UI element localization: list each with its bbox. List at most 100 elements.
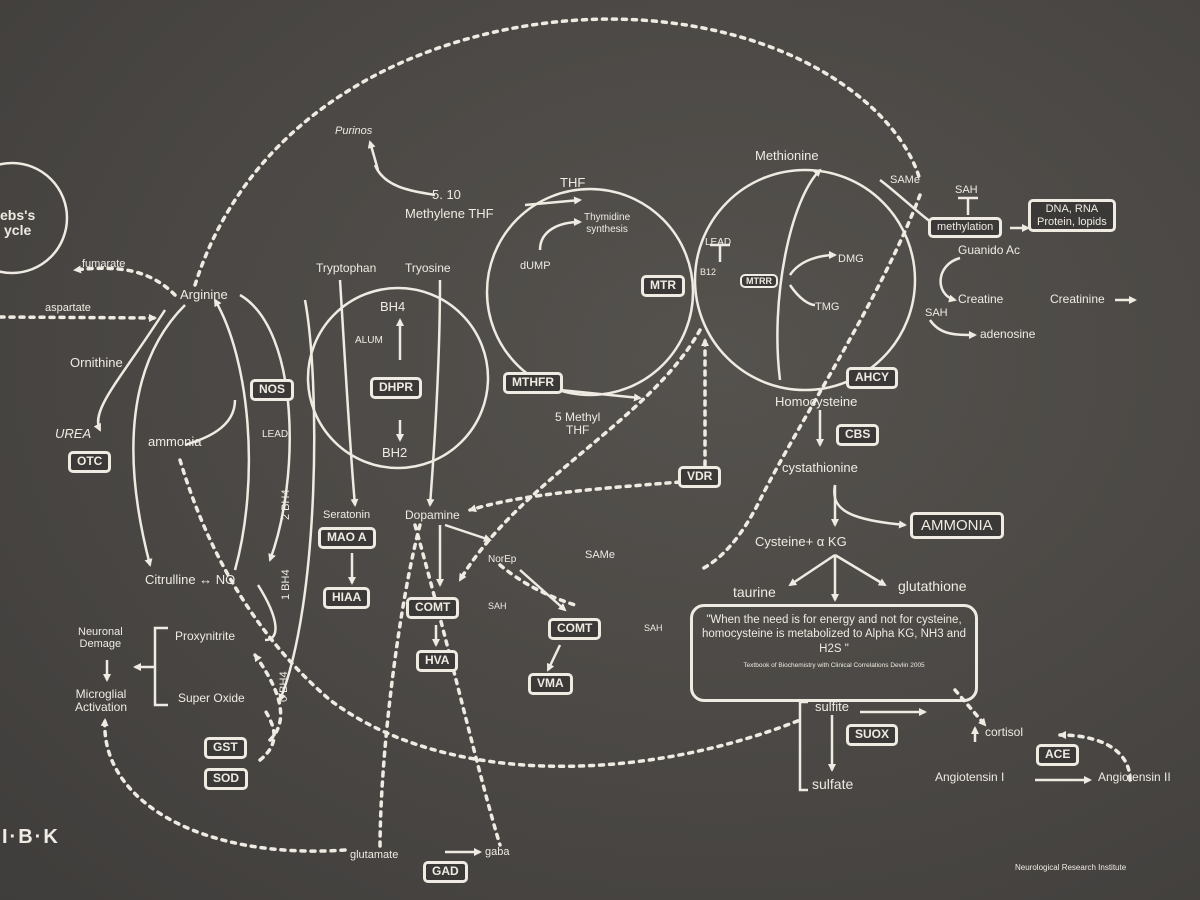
mtrr-enzyme-box: MTRR xyxy=(740,274,778,289)
adenosine-label: adenosine xyxy=(980,327,1036,341)
cortisol-label: cortisol xyxy=(985,725,1024,739)
guanido-ac-label: Guanido Ac xyxy=(958,243,1021,257)
lead-b12-label: LEAD xyxy=(705,237,732,248)
bh4-label: BH4 xyxy=(380,299,406,314)
norep-label: NorEp xyxy=(488,554,517,565)
sulfite-label: sulfite xyxy=(815,699,849,714)
methylene-thf-line2: Methylene THF xyxy=(405,206,494,221)
otc-enzyme-box: OTC xyxy=(68,451,112,473)
dump-label: dUMP xyxy=(520,260,551,272)
methylene-thf-line1: 5. 10 xyxy=(432,187,461,202)
citrulline-no-label: Citrulline ↔ NO xyxy=(145,572,236,587)
sah-lower-label: SAH xyxy=(925,307,948,319)
mtr-enzyme-box: MTR xyxy=(641,275,685,297)
cystathionine-label: cystathionine xyxy=(782,460,858,475)
methylation-box: methylation xyxy=(928,217,1003,238)
microglial-line2: Activation xyxy=(75,700,128,715)
tryosine-label: Tryosine xyxy=(405,261,451,275)
folate-cycle-circle xyxy=(485,187,695,397)
thymidine-synthesis-label: Thymidine synthesis xyxy=(584,212,630,235)
b12-label: B12 xyxy=(700,267,717,277)
quote-box: "When the need is for energy and not for… xyxy=(690,604,978,702)
taurine-label: taurine xyxy=(733,584,776,600)
creatinine-label: Creatinine xyxy=(1050,292,1105,306)
neuronal-damage-label: Neuronal Demage xyxy=(78,626,123,650)
gst-enzyme-box: GST xyxy=(204,737,247,759)
gad-enzyme-box: GAD xyxy=(423,861,468,883)
sah-top-label: SAH xyxy=(955,184,978,196)
methyl-thf-line1: 5 Methyl xyxy=(555,410,601,424)
glutamate-label: glutamate xyxy=(350,849,399,861)
hva-box: HVA xyxy=(416,650,459,672)
suox-enzyme-box: SUOX xyxy=(846,724,899,746)
krebs-cycle-label: ebs's ycle xyxy=(0,207,36,239)
ace-enzyme-box: ACE xyxy=(1036,744,1080,766)
neuronal-damage-line2: Demage xyxy=(79,638,122,651)
krebs-cycle-circle xyxy=(0,161,69,275)
angiotensin-2-label: Angiotensin II xyxy=(1098,770,1171,784)
glutathione-label: glutathione xyxy=(898,578,967,594)
seratonin-label: Seratonin xyxy=(323,509,371,521)
lead-nos-label: LEAD xyxy=(262,429,289,440)
same-top-label: SAMe xyxy=(890,174,920,186)
sulfate-label: sulfate xyxy=(812,776,854,792)
quote-citation: Textbook of Biochemistry with Clinical C… xyxy=(743,662,925,670)
microglial-activation-label: Microglial Activation xyxy=(75,687,128,715)
arginine-label: Arginine xyxy=(180,287,228,302)
comt-enzyme-box-1: COMT xyxy=(406,597,460,619)
fumarate-label: fumarate xyxy=(82,258,126,270)
homocysteine-label: Homocysteine xyxy=(775,394,858,409)
ammonia-box: AMMONIA xyxy=(910,512,1004,540)
methyl-thf-line2: THF xyxy=(566,423,590,438)
thf-label: THF xyxy=(560,175,586,190)
sah-comt2-label: SAH xyxy=(644,623,663,633)
protein-lipids-line: Protein, lopids xyxy=(1037,215,1107,228)
bh4-2-label: 2 BH4 xyxy=(280,489,292,520)
tryptophan-label: Tryptophan xyxy=(316,261,377,275)
super-oxide-label: Super Oxide xyxy=(178,691,245,705)
sod-enzyme-box: SOD xyxy=(204,768,249,790)
urea-label: UREA xyxy=(55,426,92,441)
comt-enzyme-box-2: COMT xyxy=(548,618,602,640)
gaba-label: gaba xyxy=(485,846,510,858)
quote-text: "When the need is for energy and not for… xyxy=(701,614,966,655)
vdr-box: VDR xyxy=(678,466,722,488)
aspartate-label: aspartate xyxy=(45,302,91,314)
dopamine-label: Dopamine xyxy=(405,508,460,522)
neuronal-damage-line1: Neuronal xyxy=(78,626,123,638)
same-mid-label: SAMe xyxy=(585,549,615,561)
cbs-enzyme-box: CBS xyxy=(836,424,880,446)
mao-a-enzyme-box: MAO A xyxy=(318,527,376,549)
methyl-thf-label: 5 Methyl THF xyxy=(555,410,601,438)
krebs-label-line1: ebs's xyxy=(0,207,36,223)
krebs-label-line2: ycle xyxy=(4,222,32,239)
purinos-label: Purinos xyxy=(335,125,373,137)
nos-enzyme-box: NOS xyxy=(250,379,295,401)
dna-rna-protein-lipids-box: DNA, RNA Protein, lopids xyxy=(1028,199,1116,233)
thymidine-line2: synthesis xyxy=(586,223,628,235)
proxynitrite-label: Proxynitrite xyxy=(175,629,236,643)
tmg-label: TMG xyxy=(815,301,840,313)
bh2-label: BH2 xyxy=(382,445,408,460)
vma-box: VMA xyxy=(528,673,573,695)
mthfr-enzyme-box: MTHFR xyxy=(503,372,563,394)
angiotensin-1-label: Angiotensin I xyxy=(935,770,1005,784)
bh4-0-label: 0 BH4 xyxy=(278,671,290,702)
bh4-cycle-circle xyxy=(306,286,490,470)
microglial-line1: Microglial xyxy=(75,687,127,701)
ahcy-enzyme-box: AHCY xyxy=(846,367,899,389)
hiaa-box: HIAA xyxy=(323,587,371,609)
ibk-logo: I·B·K xyxy=(2,826,60,848)
sah-comt1-label: SAH xyxy=(488,601,507,611)
methionine-label: Methionine xyxy=(755,148,819,163)
creatine-label: Creatine xyxy=(958,292,1004,306)
alum-label: ALUM xyxy=(355,335,383,346)
methionine-cycle-circle xyxy=(693,168,917,392)
thymidine-line1: Thymidine xyxy=(584,212,631,223)
dmg-label: DMG xyxy=(838,253,864,265)
bh4-1-label: 1 BH4 xyxy=(280,569,292,600)
dhpr-enzyme-box: DHPR xyxy=(370,377,423,399)
ornithine-label: Ornithine xyxy=(70,355,123,370)
cysteine-akg-label: Cysteine+ α KG xyxy=(755,534,847,549)
